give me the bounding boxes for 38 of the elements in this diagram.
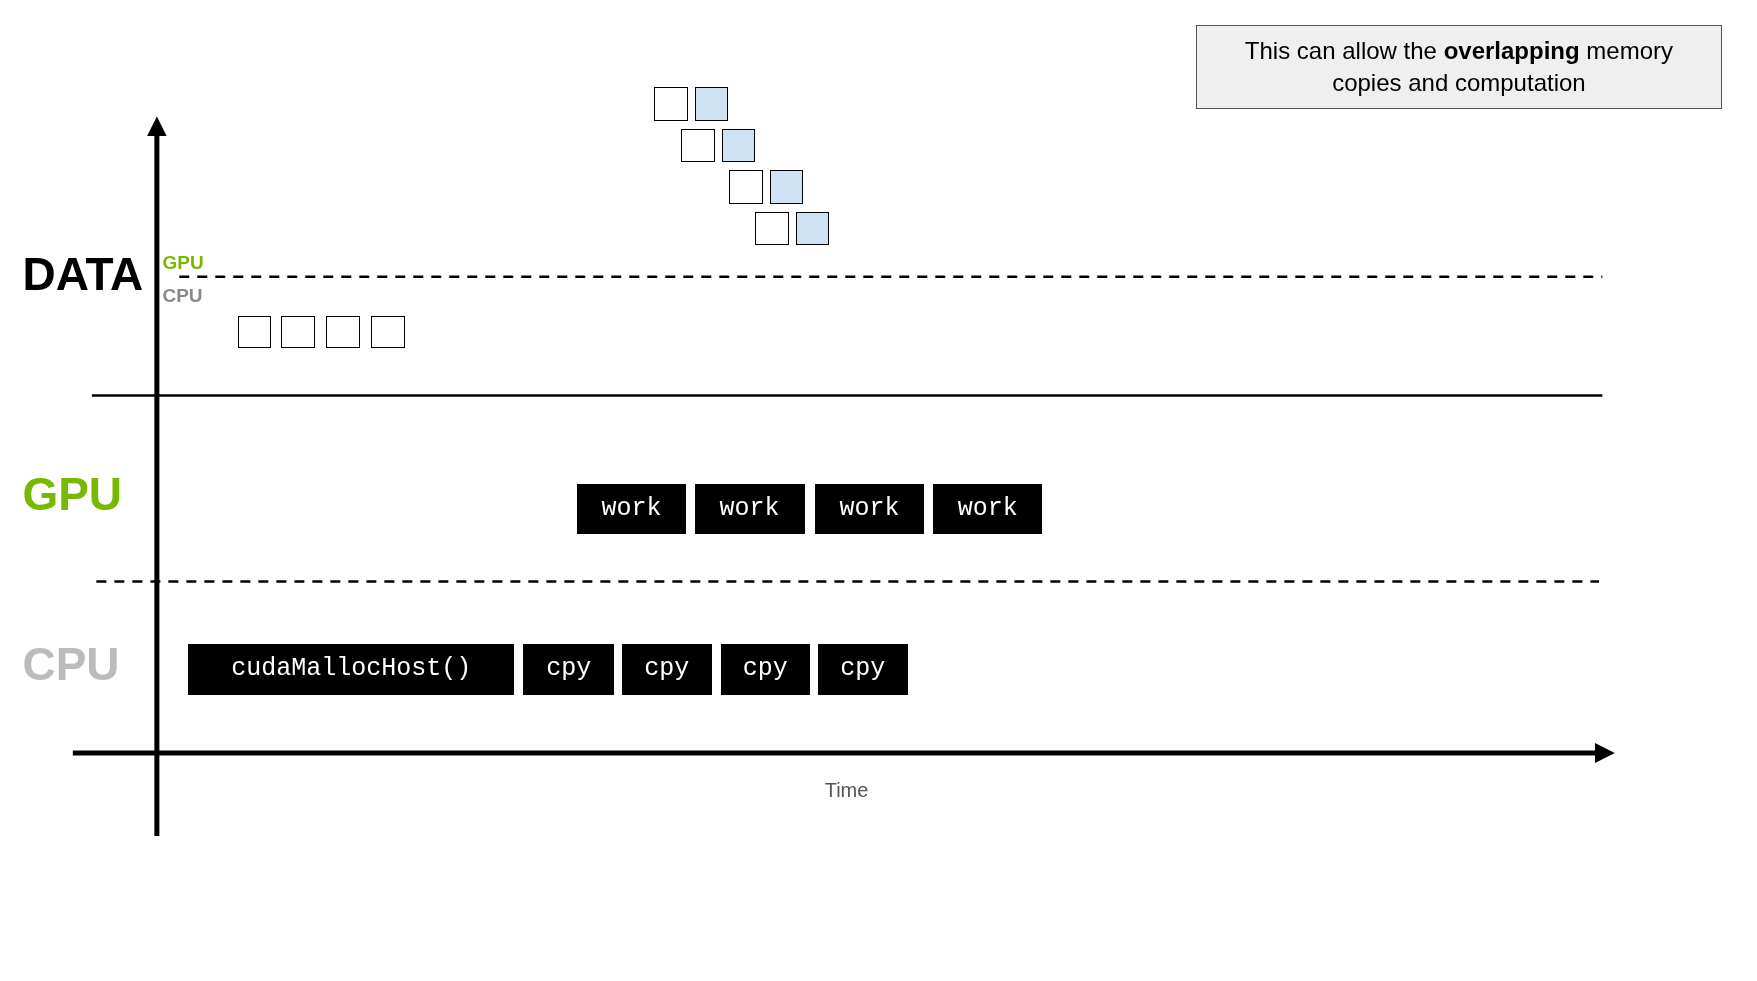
axis-label: Time <box>824 780 869 801</box>
task-block <box>694 484 805 535</box>
row-label: DATA <box>22 251 144 298</box>
task-block <box>188 644 515 695</box>
memory-block <box>729 170 764 204</box>
memory-block <box>769 170 804 204</box>
memory-block <box>237 316 272 349</box>
task-block <box>933 484 1043 535</box>
memory-block <box>654 87 688 121</box>
sub-label: CPU <box>162 286 203 306</box>
row-label: GPU <box>22 471 123 518</box>
task-label: cpy <box>643 653 691 686</box>
task-label: work <box>838 493 901 525</box>
task-label: work <box>600 493 663 525</box>
task-label: work <box>718 493 781 525</box>
memory-block <box>755 211 789 246</box>
task-label: cpy <box>545 653 593 686</box>
row-label: CPU <box>22 641 120 688</box>
memory-block <box>326 316 360 349</box>
memory-block <box>721 128 756 163</box>
note-text: This can allow the overlapping memory copies and computation <box>1243 36 1674 98</box>
note-box <box>1195 24 1723 109</box>
memory-block <box>681 128 715 163</box>
task-block <box>577 484 686 535</box>
task-label: cpy <box>839 653 887 686</box>
task-label: cpy <box>741 653 789 686</box>
memory-block <box>795 211 830 246</box>
task-block <box>818 644 908 695</box>
task-block <box>523 644 615 695</box>
memory-block <box>370 316 405 349</box>
task-block <box>720 644 811 695</box>
task-block <box>814 484 925 535</box>
memory-block <box>694 87 729 121</box>
task-label: cudaMallocHost() <box>230 653 473 686</box>
memory-block <box>281 316 315 349</box>
task-block <box>621 644 712 695</box>
sub-label: GPU <box>162 252 204 272</box>
task-label: work <box>956 493 1019 525</box>
